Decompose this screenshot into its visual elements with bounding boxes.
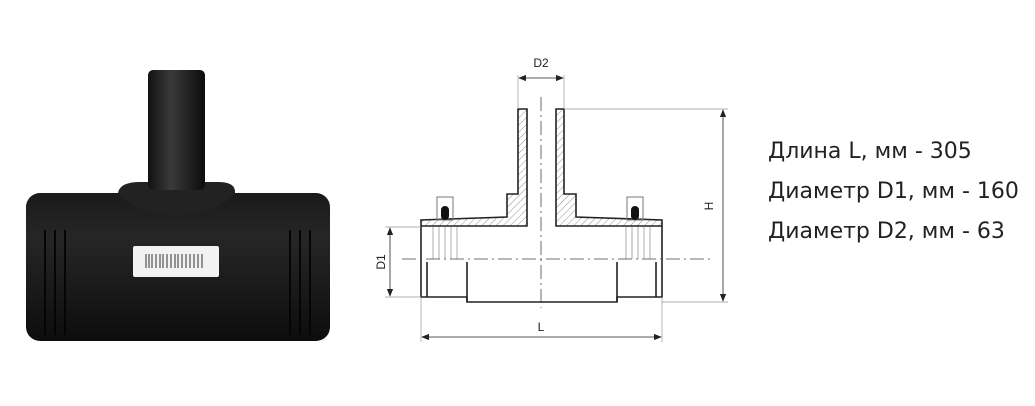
heating-coils bbox=[432, 227, 651, 259]
h-label: H bbox=[702, 202, 716, 211]
center-lines bbox=[402, 97, 712, 308]
l-label: L bbox=[538, 320, 545, 334]
barcode-label bbox=[133, 246, 219, 277]
d1-label: D1 bbox=[374, 254, 388, 270]
body-ribs bbox=[44, 230, 311, 335]
extension-lines bbox=[385, 75, 728, 342]
product-photo bbox=[26, 70, 330, 341]
spec-diameter-d1: Диаметр D1, мм - 160 bbox=[768, 179, 1019, 204]
tee-stem bbox=[148, 70, 205, 190]
tee-body-outline bbox=[420, 226, 663, 303]
tee-section-walls bbox=[420, 108, 663, 227]
spec-diameter-d2: Диаметр D2, мм - 63 bbox=[768, 219, 1005, 244]
d2-label: D2 bbox=[533, 56, 549, 70]
dimension-arrows bbox=[386, 74, 727, 341]
spec-length: Длина L, мм - 305 bbox=[768, 139, 972, 164]
tee-saddle bbox=[118, 182, 236, 215]
terminal-pins bbox=[436, 196, 644, 221]
